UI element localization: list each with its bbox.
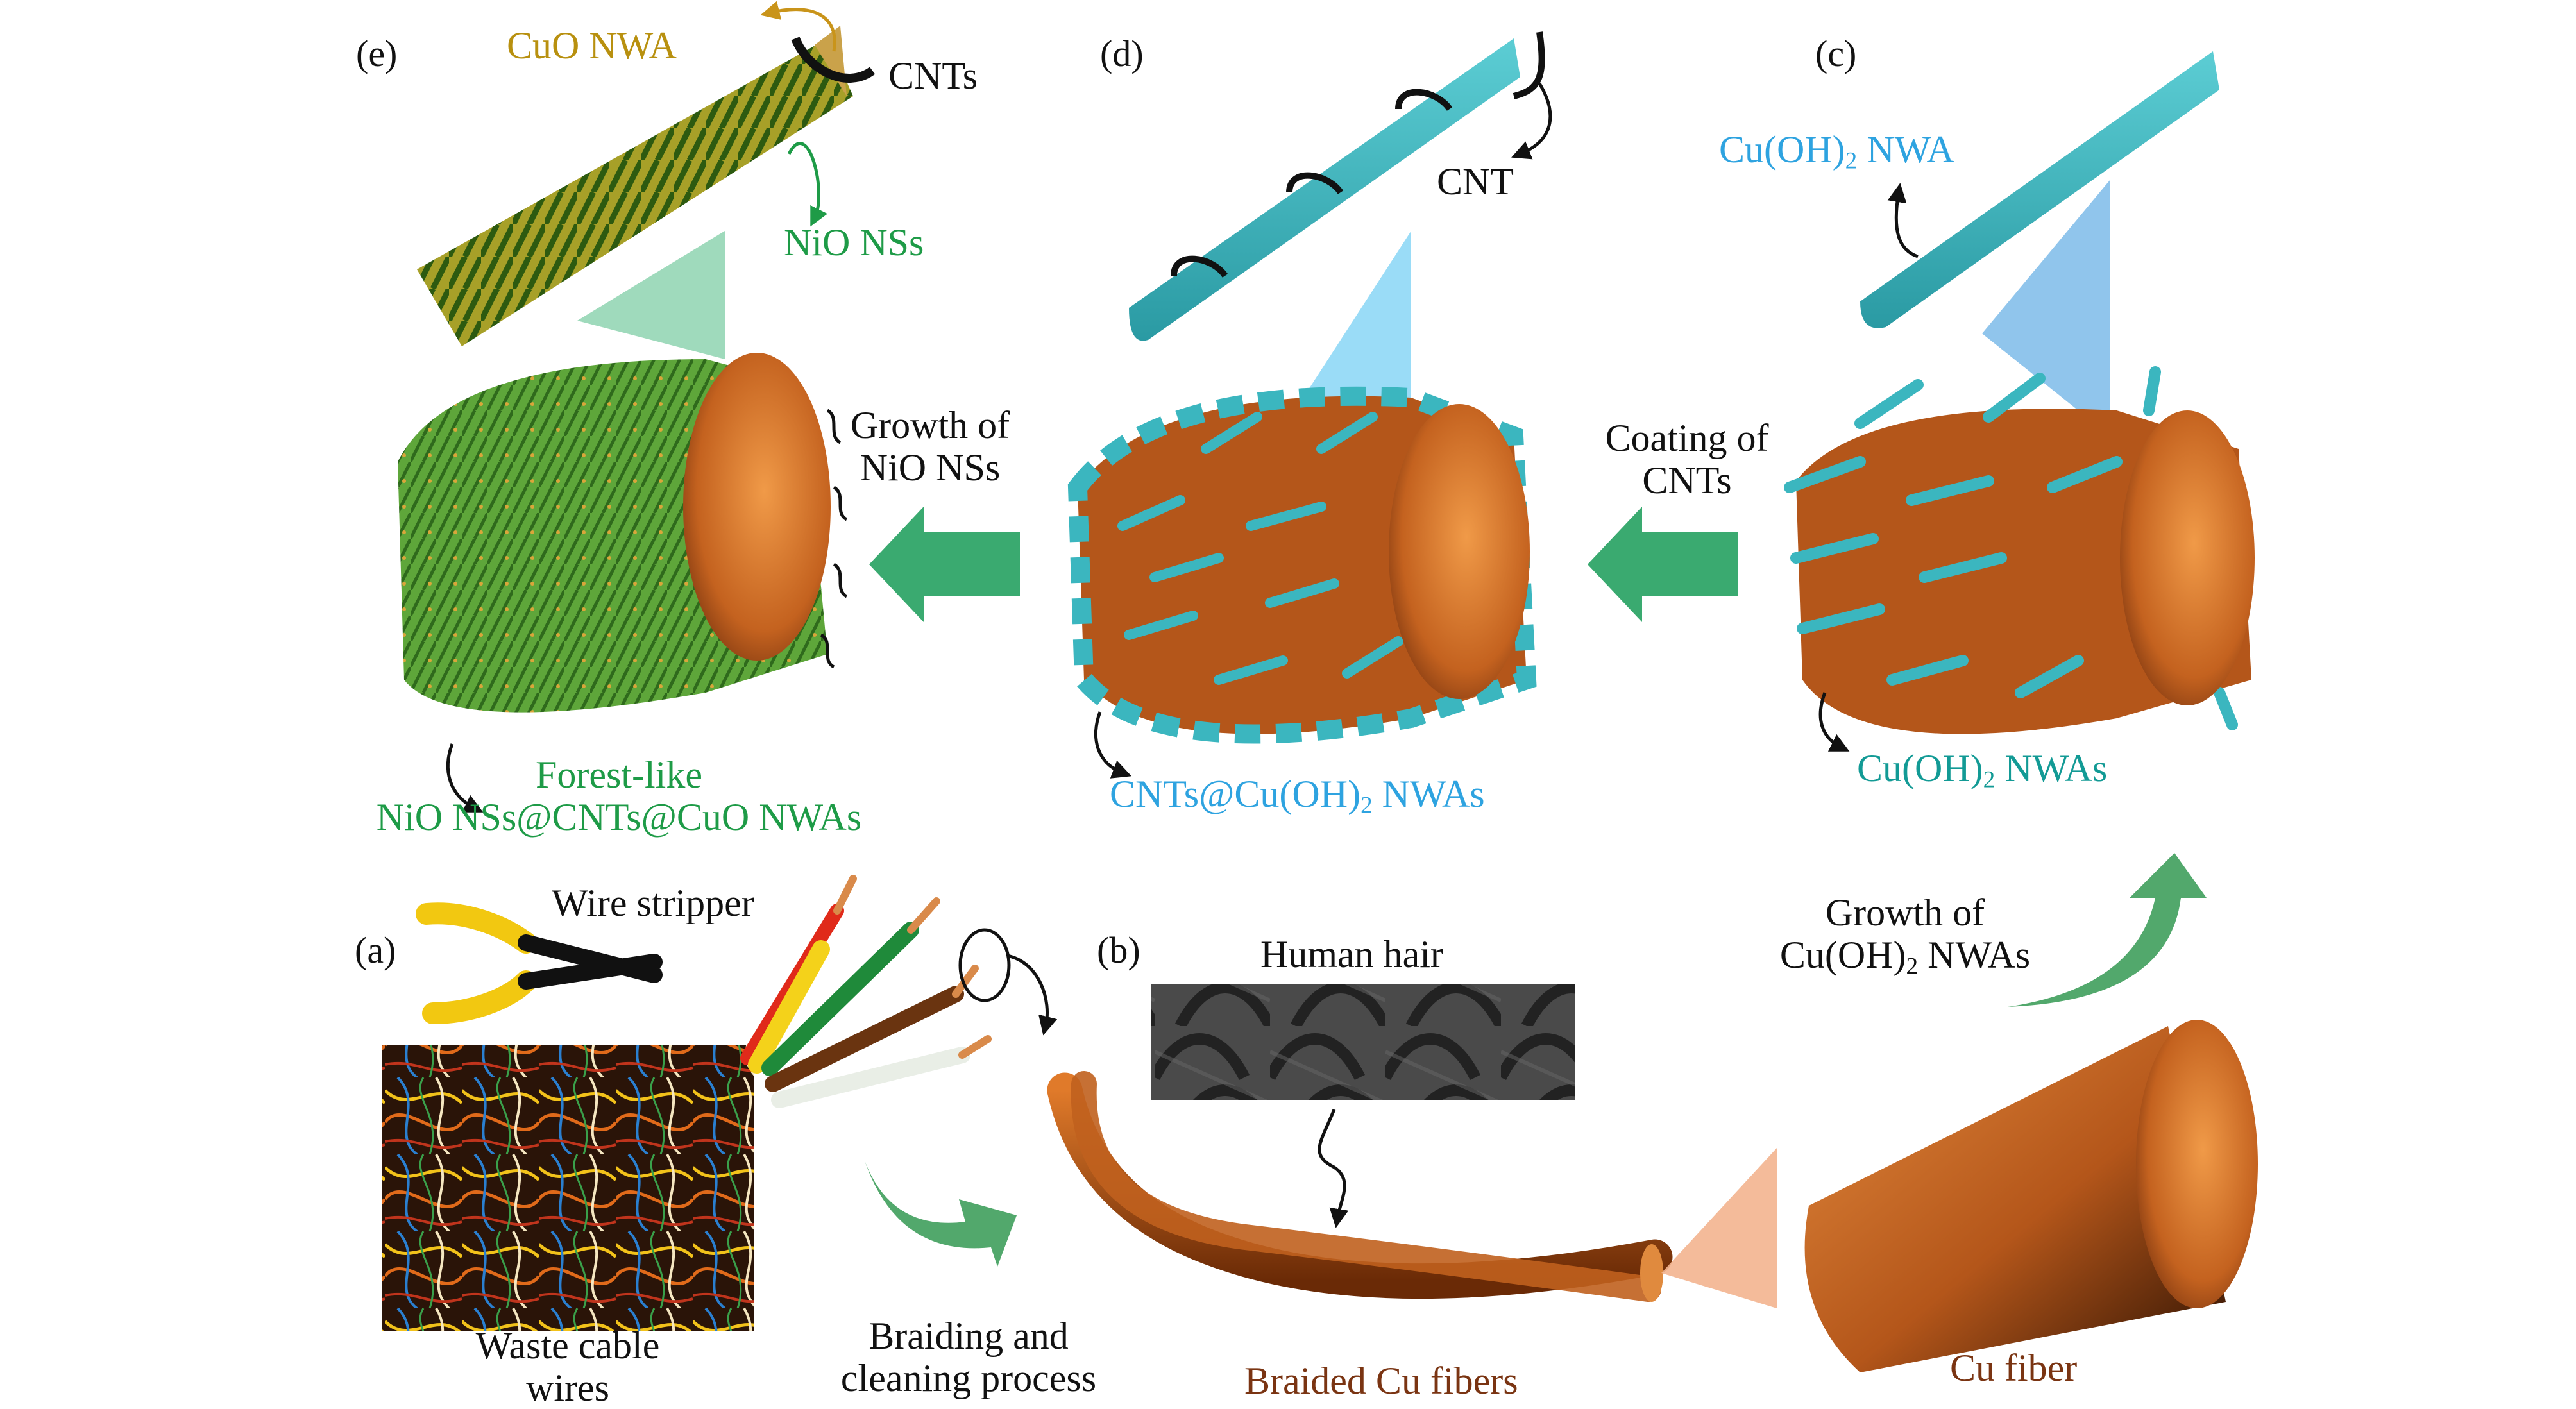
- forest-like-product-label: Forest-like NiO NSs@CNTs@CuO NWAs: [334, 754, 904, 838]
- step-line2: Cu(OH)2 NWAs: [1751, 934, 2059, 980]
- pointer-arrow-d: [1094, 711, 1132, 779]
- nio-coated-fiber: [398, 353, 848, 713]
- label-suffix: NWA: [1857, 128, 1954, 171]
- braiding-cleaning-label: Braiding and cleaning process: [802, 1315, 1135, 1399]
- panel-d-illustration: [1067, 31, 1552, 779]
- panel-label-e: (e): [356, 33, 398, 74]
- panel-e-illustration: [398, 1, 876, 813]
- label-subscript: 2: [1360, 792, 1373, 819]
- human-hair-label: Human hair: [1260, 933, 1443, 975]
- label-line1: Braiding and: [869, 1315, 1069, 1357]
- label-prefix: Cu(OH): [1719, 128, 1845, 171]
- panel-a-illustration: [382, 875, 1058, 1331]
- nio-nss-label: NiO NSs: [784, 221, 924, 264]
- human-hair-photo: [1151, 984, 1575, 1100]
- arrow-c-to-d: [1588, 507, 1738, 622]
- product-label-line2: NiO NSs@CNTs@CuO NWAs: [376, 796, 862, 838]
- pointer-arrow-a: [1006, 954, 1058, 1036]
- panel-label-d: (d): [1100, 33, 1144, 74]
- braided-cu-fibers-label: Braided Cu fibers: [1244, 1360, 1518, 1402]
- pointer-arrow-e: [446, 743, 484, 813]
- cnts-label: CNTs: [888, 55, 978, 97]
- product-label-line1: Forest-like: [536, 754, 702, 796]
- step-coating-cnts-label: Coating of CNTs: [1578, 417, 1796, 502]
- label-prefix: Cu(OH): [1857, 747, 1983, 789]
- cnt-label: CNT: [1437, 160, 1514, 203]
- waste-cable-wires-photo: [382, 1045, 754, 1331]
- label-suffix: NWAs: [1918, 934, 2031, 976]
- label-line2: cleaning process: [840, 1357, 1097, 1399]
- label-line1: Waste cable: [475, 1324, 660, 1367]
- panel-label-c: (c): [1815, 33, 1857, 74]
- label-suffix: NWAs: [1995, 747, 2108, 789]
- cuoh2-nanowire: [1860, 51, 2219, 328]
- cuoh2-coated-fiber: [1784, 366, 2255, 734]
- wire-stripper-label: Wire stripper: [552, 882, 754, 924]
- arrow-a-to-b: [865, 1161, 1017, 1267]
- label-line2: wires: [526, 1367, 609, 1409]
- pointer-arrow-c-top: [1887, 183, 1919, 258]
- label-prefix: Cu(OH): [1779, 934, 1906, 976]
- cuo-nwa-closeup: [417, 1, 876, 346]
- panel-b-illustration: [1047, 984, 1777, 1308]
- label-subscript: 2: [1906, 953, 1919, 980]
- step-line2: CNTs: [1642, 459, 1732, 502]
- wire-stripper-image: [416, 902, 663, 1024]
- cnts-cuoh2-nwas-label: CNTs@Cu(OH)2 NWAs: [1110, 773, 1485, 819]
- cnt-wrapped-nanowire: [1129, 31, 1552, 341]
- cuo-nwa-label: CuO NWA: [507, 24, 677, 67]
- magnifier-circle: [958, 928, 1011, 1002]
- zoom-cone-peach: [1661, 1148, 1777, 1308]
- zoom-cone-green: [577, 231, 725, 359]
- step-line2: NiO NSs: [860, 446, 1001, 489]
- label-subscript: 2: [1983, 766, 1996, 793]
- cuoh2-nwas-label: Cu(OH)2 NWAs: [1857, 747, 2107, 793]
- step-line1: Growth of: [1825, 891, 1985, 934]
- waste-cable-wires-label: Waste cable wires: [417, 1324, 718, 1409]
- cu-fiber-illustration: [1804, 1020, 2258, 1372]
- zoom-cone-mid-blue: [1982, 180, 2110, 436]
- arrow-fiber-to-c: [2008, 853, 2207, 1007]
- panel-label-b: (b): [1097, 929, 1140, 971]
- label-prefix: CNTs@Cu(OH): [1110, 773, 1361, 815]
- step-growth-cuoh2-label: Growth of Cu(OH)2 NWAs: [1751, 891, 2059, 980]
- cu-fiber-label: Cu fiber: [1950, 1347, 2078, 1389]
- pointer-arrow-b: [1318, 1109, 1349, 1228]
- label-subscript: 2: [1845, 148, 1858, 174]
- braided-cu-fibers: [1047, 1071, 1673, 1302]
- step-growth-nio-label: Growth of NiO NSs: [834, 404, 1026, 489]
- arrow-d-to-e: [869, 507, 1020, 622]
- panel-label-a: (a): [355, 929, 396, 971]
- panel-c-illustration: [1784, 51, 2255, 752]
- cnt-coated-cuoh2-fiber: [1067, 386, 1537, 744]
- step-line1: Coating of: [1605, 417, 1769, 459]
- stripped-wires-image: [740, 875, 992, 1108]
- cuoh2-nwa-label: Cu(OH)2 NWA: [1719, 128, 1954, 174]
- step-line1: Growth of: [850, 404, 1010, 446]
- pointer-arrow-c-bottom: [1818, 692, 1850, 752]
- label-suffix: NWAs: [1372, 773, 1485, 815]
